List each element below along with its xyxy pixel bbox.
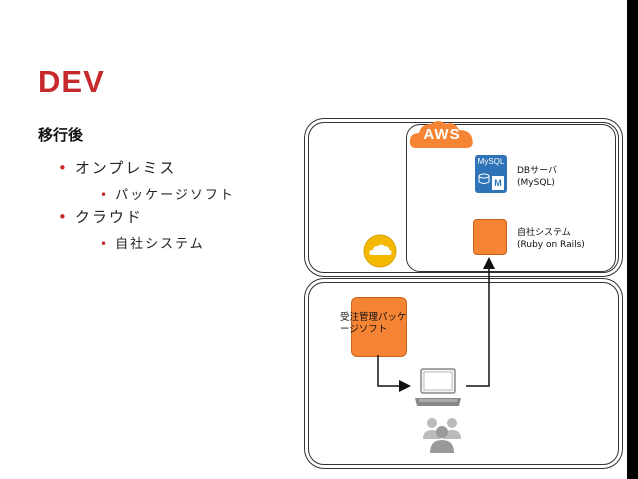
bullet-inhouse-system: • 自社システム	[100, 233, 205, 252]
bullet-dot: •	[58, 159, 67, 177]
db-server-label: DBサーバ (MySQL)	[517, 165, 557, 189]
inhouse-app-line1: 自社システム	[517, 228, 571, 238]
bullet-inhouse-system-text: 自社システム	[115, 237, 205, 252]
bullet-onprem-text: オンプレミス	[74, 159, 177, 177]
bullet-dot: •	[100, 188, 108, 202]
bullet-package-software-text: パッケージソフト	[115, 188, 235, 203]
db-server-line1: DBサーバ	[517, 166, 558, 176]
right-edge-bar	[627, 0, 638, 479]
onprem-panel	[308, 282, 619, 465]
database-icon	[478, 173, 490, 184]
mysql-m-badge: M	[492, 176, 504, 190]
aws-cloud-icon	[409, 121, 473, 148]
inhouse-app-box	[473, 219, 507, 255]
aws-badge: AWS	[408, 118, 476, 150]
bullet-dot: •	[58, 208, 67, 226]
bullet-package-software: • パッケージソフト	[100, 184, 235, 203]
mysql-icon-text: MySQL	[477, 157, 505, 166]
aws-region-panel	[406, 124, 616, 272]
package-software-label: 受注管理パッケージソフト	[340, 312, 407, 335]
cloud-panel	[308, 122, 619, 273]
cloud-icon	[363, 234, 397, 268]
mysql-icon: MySQL M	[475, 155, 507, 193]
slide-title: DEV	[38, 64, 105, 99]
aws-label: AWS	[423, 126, 461, 143]
db-server-line2: (MySQL)	[517, 178, 555, 188]
inhouse-app-line2: (Ruby on Rails)	[517, 240, 585, 250]
users-icon	[423, 418, 461, 453]
bullet-cloud: • クラウド	[58, 206, 143, 227]
slide-subtitle: 移行後	[38, 126, 84, 144]
bullet-dot: •	[100, 237, 108, 251]
inhouse-app-label: 自社システム (Ruby on Rails)	[517, 227, 585, 251]
bullet-cloud-text: クラウド	[74, 208, 143, 226]
computer-icon	[415, 368, 461, 406]
bullet-onprem: • オンプレミス	[58, 157, 176, 178]
